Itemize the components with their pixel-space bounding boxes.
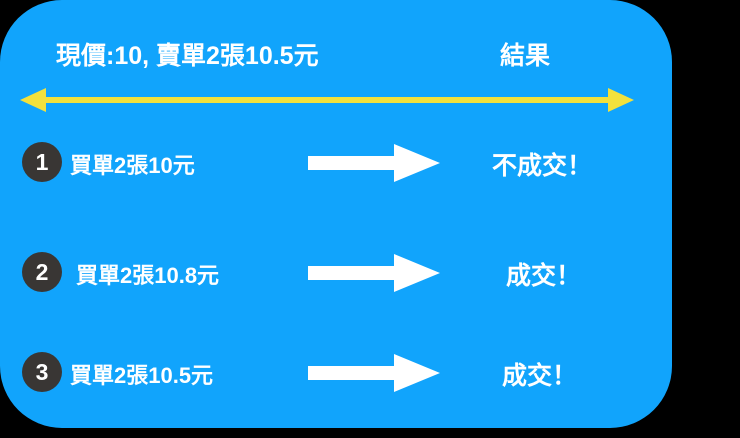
row-result: 成交！ [502, 362, 578, 390]
row-label: 買單2張10元 [70, 153, 195, 178]
row-number-badge: 1 [22, 142, 62, 182]
row-label: 買單2張10.8元 [76, 263, 220, 288]
row-result: 成交！ [506, 262, 582, 290]
right-arrow-icon [308, 354, 440, 392]
row-label: 買單2張10.5元 [70, 363, 214, 388]
right-arrow-icon [308, 254, 440, 292]
table-row: 3 買單2張10.5元 成交！ [0, 342, 672, 402]
row-number-badge: 3 [22, 352, 62, 392]
page-title: 現價:10, 賣單2張10.5元 [56, 42, 319, 70]
row-result: 不成交！ [492, 152, 593, 180]
right-arrow-icon [308, 144, 440, 182]
result-column-header: 結果 [500, 42, 551, 70]
info-card: 現價:10, 賣單2張10.5元 結果 1 買單2張10元 不成交！ 2 買 [0, 0, 672, 428]
double-headed-arrow-icon [20, 86, 634, 114]
row-number-badge: 2 [22, 252, 62, 292]
table-row: 1 買單2張10元 不成交！ [0, 132, 672, 192]
table-row: 2 買單2張10.8元 成交！ [0, 242, 672, 302]
